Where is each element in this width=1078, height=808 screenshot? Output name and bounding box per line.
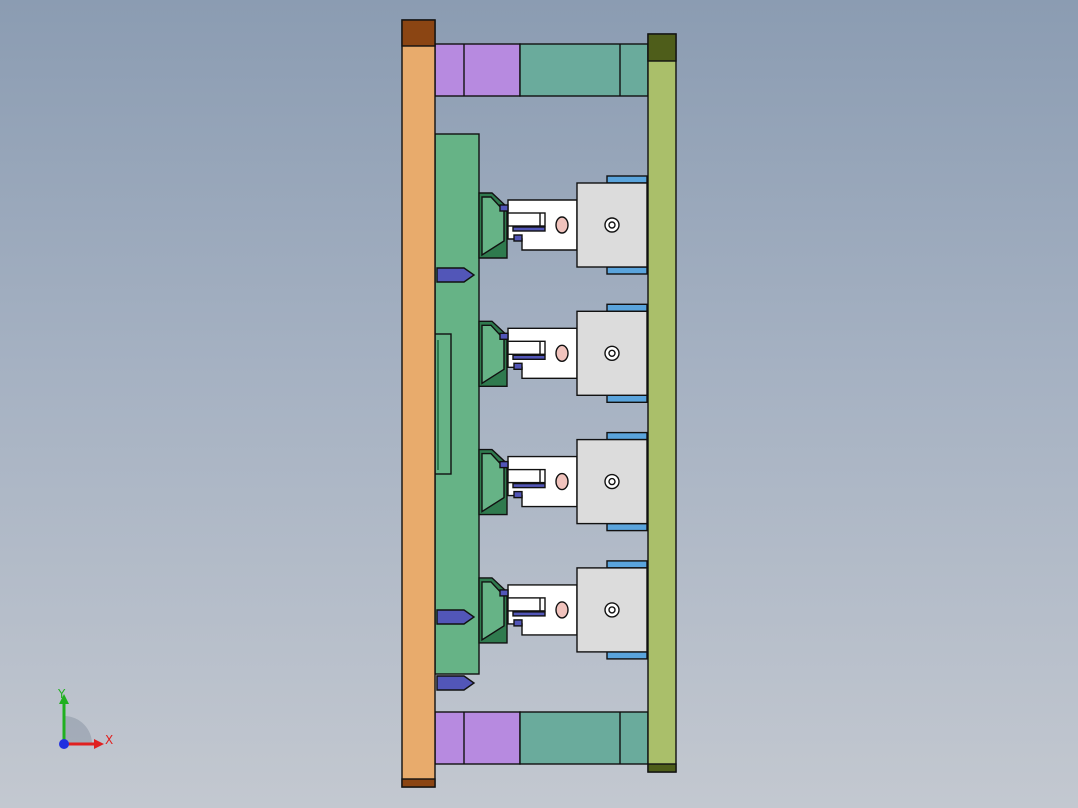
- insert-1[interactable]: [555, 216, 569, 234]
- ejector-pin-top-2[interactable]: [499, 332, 509, 340]
- triad-y-label: Y: [57, 687, 66, 701]
- wedge-face-1: [481, 196, 505, 257]
- spacer-teal-bottom[interactable]: [519, 711, 649, 765]
- left-clamp-plate-foot[interactable]: [401, 778, 436, 788]
- insert-3[interactable]: [555, 472, 569, 491]
- core-pin-2[interactable]: [512, 354, 546, 360]
- insert-4[interactable]: [555, 601, 569, 619]
- slide-channel-1: [507, 212, 546, 227]
- slide-channel-4: [507, 597, 546, 612]
- guide-pins[interactable]: [436, 267, 476, 691]
- ejector-pin-top-4[interactable]: [499, 589, 509, 597]
- rail-top-1[interactable]: [606, 175, 648, 184]
- spacer-violet-bottom[interactable]: [434, 711, 521, 765]
- rail-bottom-3[interactable]: [606, 522, 648, 532]
- triad-z-axis-icon: [59, 739, 69, 749]
- wedge-face-3: [481, 452, 505, 513]
- wedge-face-2: [481, 324, 505, 385]
- core-pin-3[interactable]: [512, 482, 546, 489]
- spacer-violet-top[interactable]: [434, 43, 521, 97]
- right-clamp-plate[interactable]: [647, 33, 677, 773]
- bolt-hole-icon-1: [608, 221, 616, 229]
- ejector-pin-top-3[interactable]: [499, 460, 509, 469]
- ejector-pin-bottom-1[interactable]: [513, 234, 523, 242]
- slide-channel-3: [507, 468, 546, 484]
- bolt-hole-icon-4: [608, 606, 616, 614]
- left-clamp-plate-cap[interactable]: [401, 19, 436, 47]
- slide-channel-2: [507, 340, 546, 355]
- ejector-pin-bottom-4[interactable]: [513, 619, 523, 627]
- guide-pin-3[interactable]: [436, 675, 476, 691]
- triad-x-label: X: [105, 733, 113, 747]
- rail-top-2[interactable]: [606, 303, 648, 312]
- bottom-spacer-block[interactable]: [434, 711, 649, 765]
- ejector-pin-top-1[interactable]: [499, 204, 509, 212]
- bolt-hole-icon-2: [608, 349, 616, 357]
- right-clamp-plate-foot[interactable]: [647, 763, 677, 773]
- cavity-group[interactable]: [478, 175, 648, 660]
- spacer-teal-top[interactable]: [519, 43, 649, 97]
- wedge-face-4: [481, 581, 505, 642]
- rail-bottom-1[interactable]: [606, 266, 648, 275]
- guide-pin-2[interactable]: [436, 609, 476, 625]
- right-clamp-plate-cap[interactable]: [647, 33, 677, 62]
- guide-pin-1[interactable]: [436, 267, 476, 283]
- ejector-pin-bottom-2[interactable]: [513, 362, 523, 370]
- triad-y-arrow-icon: [59, 694, 69, 704]
- core-pin-1[interactable]: [512, 226, 546, 232]
- axis-triad: X Y: [57, 687, 113, 749]
- rail-bottom-2[interactable]: [606, 394, 648, 403]
- ejector-pin-bottom-3[interactable]: [513, 490, 523, 499]
- left-clamp-plate[interactable]: [401, 19, 436, 788]
- bolt-hole-icon-3: [608, 477, 616, 486]
- triad-x-arrow-icon: [94, 739, 104, 749]
- rail-bottom-4[interactable]: [606, 651, 648, 660]
- triad-plane-shading: [64, 716, 92, 744]
- rail-top-3[interactable]: [606, 431, 648, 441]
- mold-assembly[interactable]: [401, 19, 677, 788]
- insert-2[interactable]: [555, 344, 569, 362]
- rail-top-4[interactable]: [606, 560, 648, 569]
- top-spacer-block[interactable]: [434, 43, 649, 97]
- core-pin-4[interactable]: [512, 611, 546, 617]
